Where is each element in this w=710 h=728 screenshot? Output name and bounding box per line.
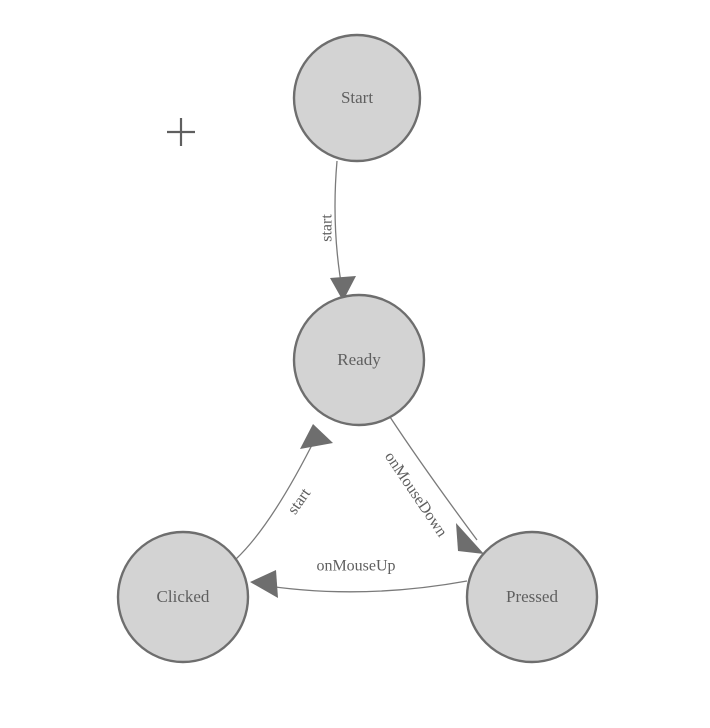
edge-start-to-ready[interactable]: start [319,160,356,301]
arrowhead-into-pressed [456,523,484,554]
edge-label-ready-to-pressed: onMouseDown [381,449,450,540]
plus-marker-icon [167,118,195,146]
edge-label-clicked-to-ready: start [284,485,314,518]
node-start[interactable]: Start [292,33,422,163]
edge-line-clicked-to-ready [235,436,317,560]
edge-line-start-to-ready [334,160,344,295]
arrowhead-into-ready-from-clicked [300,424,333,449]
node-ready[interactable]: Ready [292,293,426,427]
node-start-label: Start [341,88,373,107]
edge-label-pressed-to-clicked: onMouseUp [316,558,395,575]
node-clicked[interactable]: Clicked [116,530,250,664]
edge-line-pressed-to-clicked [254,580,468,593]
node-ready-label: Ready [337,350,381,369]
edge-pressed-to-clicked[interactable]: onMouseUp [250,558,468,598]
node-clicked-label: Clicked [157,587,210,606]
node-pressed[interactable]: Pressed [465,530,599,664]
node-pressed-label: Pressed [506,587,558,606]
node-ready-circle [292,293,426,427]
node-clicked-circle [116,530,250,664]
edge-clicked-to-ready[interactable]: start [235,424,333,560]
arrowhead-into-clicked [250,570,278,598]
edge-line-ready-to-pressed [389,416,478,541]
arrowhead-into-ready-from-start [330,276,356,301]
node-start-circle [292,33,422,163]
node-pressed-circle [465,530,599,664]
edge-label-start-to-ready: start [319,214,336,242]
edge-ready-to-pressed[interactable]: onMouseDown [381,416,484,554]
